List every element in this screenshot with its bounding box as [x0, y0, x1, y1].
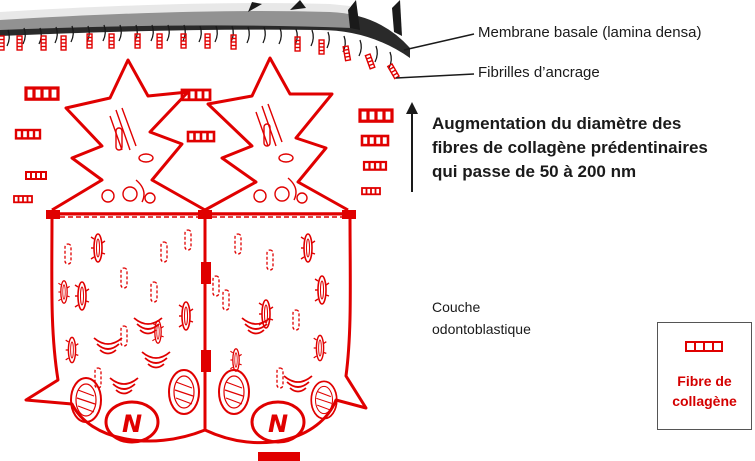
couche-line-1: Couche [432, 296, 592, 318]
nucleus-left: N [106, 402, 158, 442]
secretory-vesicles [58, 234, 329, 371]
augmentation-line-3: qui passe de 50 à 200 nm [432, 160, 752, 184]
label-fibrilles-ancrage: Fibrilles d’ancrage [478, 64, 600, 81]
process-organelles [102, 104, 307, 203]
couche-line-2: odontoblastique [432, 318, 592, 340]
legend-box: Fibre de collagène [657, 322, 752, 430]
svg-text:N: N [268, 410, 288, 438]
label-augmentation: Augmentation du diamètre des fibres de c… [432, 112, 752, 184]
label-couche-odontoblastique: Couche odontoblastique [432, 296, 592, 340]
collagen-fibre-legend-icon [682, 339, 726, 355]
legend-line-2: collagène [658, 391, 751, 411]
diameter-arrow [406, 102, 418, 192]
legend-label: Fibre de collagène [658, 371, 751, 411]
augmentation-line-1: Augmentation du diamètre des [432, 112, 752, 136]
legend-line-1: Fibre de [658, 371, 751, 391]
collagen-fibres-predentin [14, 88, 392, 202]
odontoblast-cells [26, 58, 366, 443]
augmentation-line-2: fibres de collagène prédentinaires [432, 136, 752, 160]
nucleus-right: N [252, 402, 304, 442]
label-membrane-basale: Membrane basale (lamina densa) [478, 24, 701, 41]
svg-text:N: N [122, 410, 142, 438]
